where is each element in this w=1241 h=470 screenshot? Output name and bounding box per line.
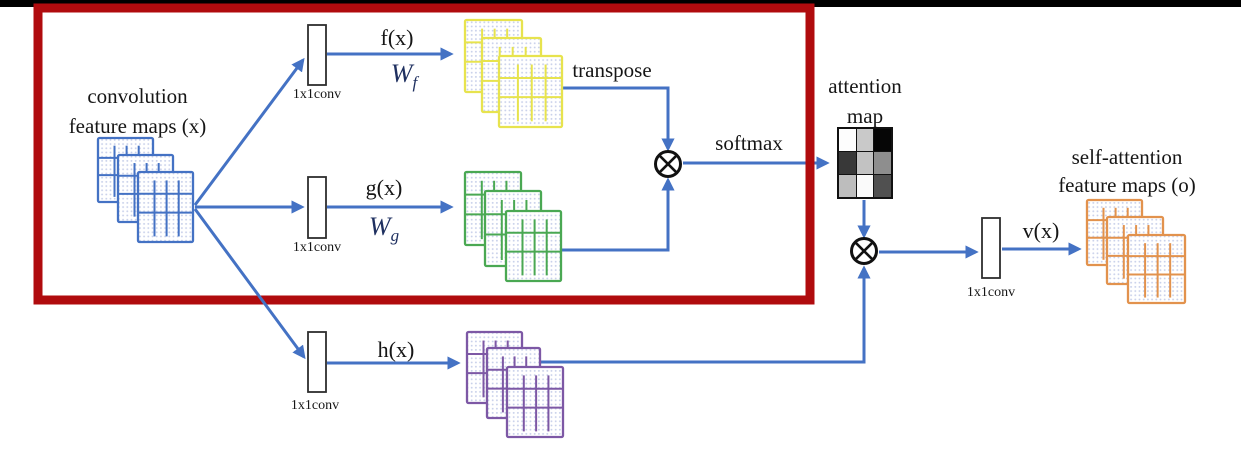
- attention-cell: [874, 152, 891, 174]
- input-feature-maps-label: convolution feature maps (x): [68, 84, 207, 138]
- attention-cell: [856, 175, 874, 197]
- conv1x1-box-v: [981, 217, 1001, 279]
- conv-boxes: [307, 24, 1001, 393]
- feature-map: [504, 209, 563, 283]
- conv1x1-label-f: 1x1conv: [292, 87, 342, 102]
- g-maps-to-matmul-line: [561, 177, 675, 252]
- attention-cell: [874, 175, 891, 197]
- feature-map: [1126, 233, 1187, 305]
- weight-f-label: Wf: [390, 59, 418, 93]
- h-maps-to-matmul-line: [470, 265, 871, 364]
- output-feature-maps-stack: [1085, 198, 1187, 305]
- v-function-label: v(x): [1022, 218, 1060, 243]
- transpose-line: [561, 86, 675, 152]
- h-function-label: h(x): [377, 337, 415, 362]
- g-function-label: g(x): [365, 175, 403, 200]
- h-feature-maps-stack: [465, 330, 565, 439]
- feature-map: [136, 170, 195, 244]
- attention-cell: [856, 129, 874, 151]
- attention-map-grid: [837, 127, 893, 199]
- matmul-icon: [654, 150, 682, 178]
- attention-cell: [839, 175, 856, 197]
- conv1x1-label-v: 1x1conv: [966, 285, 1016, 300]
- attention-cell: [874, 129, 891, 151]
- attention-cell: [839, 152, 856, 174]
- softmax-label: softmax: [715, 131, 783, 155]
- attention-cell: [839, 129, 856, 151]
- highlight-rectangle: [33, 3, 815, 305]
- conv1x1-box-f: [307, 24, 327, 86]
- arrow-input-to-f-conv: [193, 57, 305, 206]
- matmul-icon: [850, 237, 878, 265]
- input-feature-maps-stack: [96, 136, 195, 244]
- conv1x1-box-g: [307, 176, 327, 239]
- output-feature-maps-label: self-attention feature maps (o): [1058, 145, 1196, 197]
- feature-map-stacks: [96, 18, 1187, 439]
- g-feature-maps-stack: [463, 170, 563, 283]
- conv1x1-label-g: 1x1conv: [292, 240, 342, 255]
- arrow-input-to-h-conv: [193, 208, 306, 360]
- conv1x1-box-h: [307, 331, 327, 393]
- conv1x1-label-h: 1x1conv: [290, 398, 340, 413]
- matmul-operators: [654, 150, 878, 265]
- attention-cell: [856, 152, 874, 174]
- f-function-label: f(x): [380, 25, 414, 50]
- feature-map: [505, 365, 565, 439]
- weight-g-label: Wg: [368, 212, 400, 246]
- transpose-label: transpose: [572, 58, 652, 82]
- connector-lines: [193, 47, 1082, 370]
- attention-map-label: attention map: [828, 74, 902, 128]
- f-feature-maps-stack: [463, 18, 564, 129]
